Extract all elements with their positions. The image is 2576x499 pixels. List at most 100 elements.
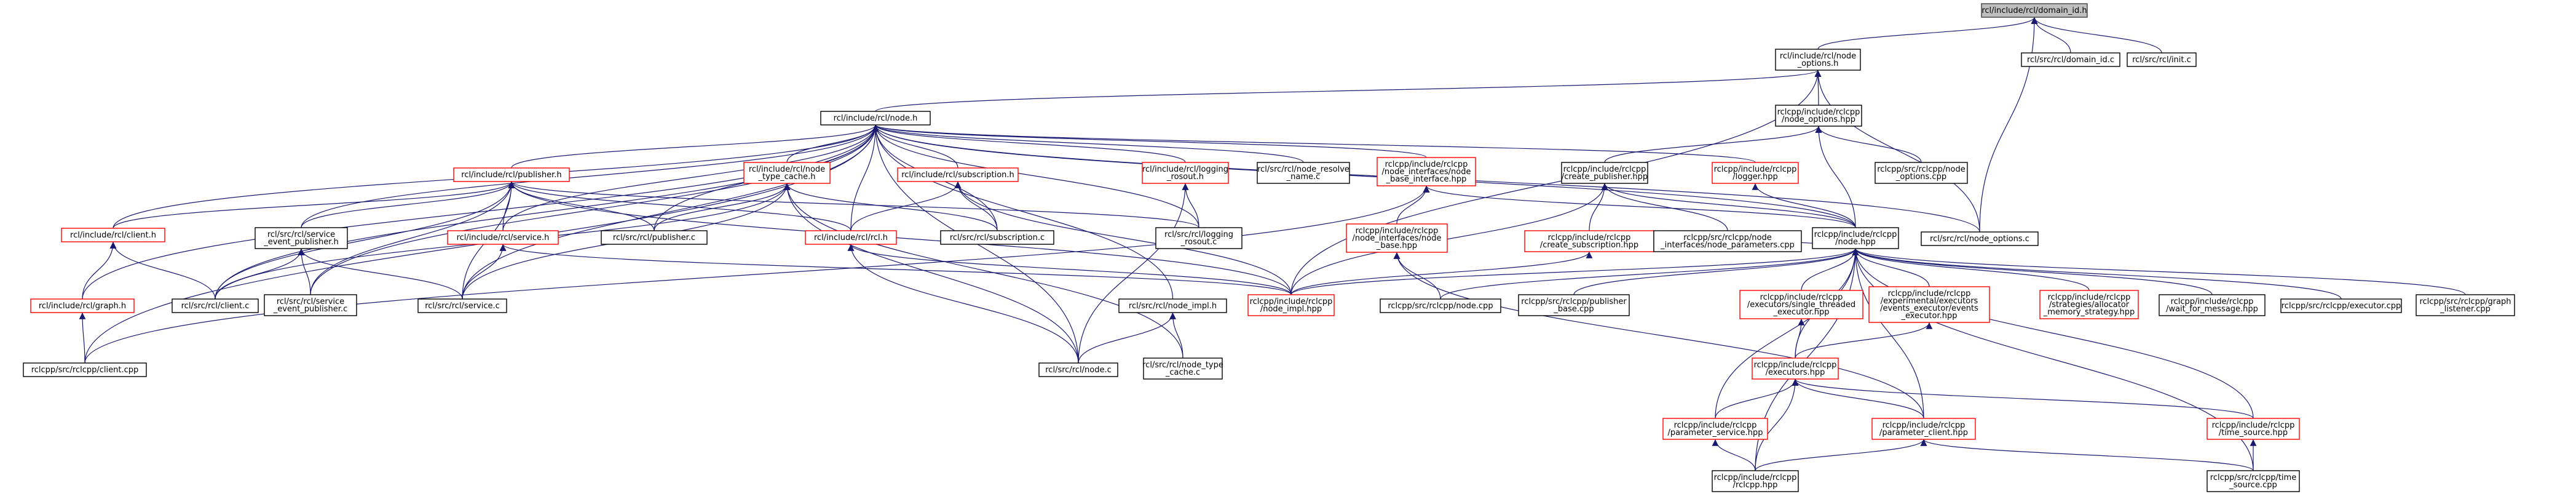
graph-node-logging-rosout-c[interactable]: rcl/src/rcl/logging_rosout.c bbox=[1155, 227, 1243, 249]
edge-node-h-to-logger-hpp bbox=[872, 124, 1756, 163]
graph-node-publisher-base-cpp[interactable]: rclcpp/src/rclcpp/publisher_base.cpp bbox=[1518, 294, 1630, 316]
graph-node-rclcpp-hpp[interactable]: rclcpp/include/rclcpp/rclcpp.hpp bbox=[1712, 470, 1799, 492]
edge-service-event-publisher-h-to-client-c bbox=[215, 248, 305, 300]
node-label-line: _name.c bbox=[1286, 172, 1321, 182]
graph-node-node-c[interactable]: rcl/src/rcl/node.c bbox=[1038, 362, 1118, 377]
graph-node-allocator-memory-strategy-hpp[interactable]: rclcpp/include/rclcpp/strategies/allocat… bbox=[2039, 290, 2139, 319]
graph-node-create-publisher-hpp[interactable]: rclcpp/include/rclcpp/create_publisher.h… bbox=[1561, 162, 1648, 184]
graph-node-client-c[interactable]: rcl/src/rcl/client.c bbox=[172, 298, 259, 313]
node-label-line: rclcpp/include/rclcpp bbox=[1250, 297, 1333, 306]
graph-node-node-base-interface-hpp[interactable]: rclcpp/include/rclcpp/node_interfaces/no… bbox=[1377, 157, 1476, 186]
graph-node-node-options-c[interactable]: rcl/src/rcl/node_options.c bbox=[1921, 231, 2039, 246]
edge-cpp-node-options-hpp-to-create-publisher-hpp bbox=[1604, 126, 1822, 163]
node-label-line: _cache.c bbox=[1165, 368, 1200, 377]
node-label-line: rcl/src/rcl/service bbox=[267, 230, 335, 239]
node-label-line: rclcpp/include/rclcpp bbox=[1888, 289, 1971, 298]
node-label-line: rclcpp/src/rclcpp/client.cpp bbox=[31, 365, 139, 375]
graph-node-events-executor-hpp[interactable]: rclcpp/include/rclcpp/experimental/execu… bbox=[1868, 286, 1990, 323]
node-box bbox=[1812, 227, 1899, 249]
graph-node-node-options-cpp[interactable]: rclcpp/src/rclcpp/node_options.cpp bbox=[1875, 162, 1968, 184]
graph-node-service-event-publisher-c[interactable]: rcl/src/rcl/service_event_publisher.c bbox=[264, 294, 357, 316]
edge-parameter-service-hpp-to-rclcpp-hpp bbox=[1712, 439, 1756, 471]
graph-node-cpp-node-hpp[interactable]: rclcpp/include/rclcpp/node.hpp bbox=[1812, 227, 1899, 249]
graph-node-init-c[interactable]: rcl/src/rcl/init.c bbox=[2127, 52, 2197, 67]
node-label-line: _base.hpp bbox=[1376, 241, 1417, 250]
edge-service-h-to-node-impl-hpp bbox=[499, 244, 1292, 295]
node-label-line: /executors.hpp bbox=[1766, 368, 1825, 377]
graph-node-service-event-publisher-h[interactable]: rcl/src/rcl/service_event_publisher.h bbox=[255, 227, 348, 249]
node-box bbox=[417, 298, 507, 313]
node-box bbox=[2280, 298, 2402, 313]
graph-node-graph-listener-cpp[interactable]: rclcpp/src/rclcpp/graph_listener.cpp bbox=[2416, 294, 2515, 316]
edge-cpp-node-hpp-to-events-executor-hpp bbox=[1852, 248, 1930, 287]
graph-node-node-options-h[interactable]: rcl/include/rcl/node_options.h bbox=[1775, 49, 1861, 71]
node-label-line: /parameter_service.hpp bbox=[1668, 428, 1763, 437]
node-box bbox=[1662, 418, 1768, 440]
node-box bbox=[1142, 162, 1229, 184]
graph-node-parameter-service-hpp[interactable]: rclcpp/include/rclcpp/parameter_service.… bbox=[1662, 418, 1768, 440]
graph-node-node-resolve-name-c[interactable]: rcl/src/rcl/node_resolve_name.c bbox=[1257, 162, 1350, 184]
graph-node-parameter-client-hpp[interactable]: rclcpp/include/rclcpp/parameter_client.h… bbox=[1871, 418, 1976, 440]
node-box bbox=[1752, 357, 1839, 380]
graph-node-create-subscription-hpp[interactable]: rclcpp/include/rclcpp/create_subscriptio… bbox=[1524, 230, 1654, 252]
graph-node-node-h[interactable]: rcl/include/rcl/node.h bbox=[820, 111, 931, 126]
node-label-line: rclcpp/include/rclcpp bbox=[1714, 165, 1797, 174]
node-box bbox=[1871, 418, 1976, 440]
graph-node-logger-hpp[interactable]: rclcpp/include/rclcpp/logger.hpp bbox=[1712, 162, 1799, 184]
graph-node-publisher-h[interactable]: rcl/include/rcl/publisher.h bbox=[453, 167, 570, 182]
node-label-line: /node.hpp bbox=[1835, 238, 1876, 247]
node-box bbox=[23, 362, 147, 377]
graph-node-domain-id-c[interactable]: rcl/src/rcl/domain_id.c bbox=[2021, 52, 2120, 67]
node-label-line: /strategies/allocator bbox=[2049, 300, 2130, 309]
node-box bbox=[1257, 162, 1350, 184]
graph-node-node-base-hpp[interactable]: rclcpp/include/rclcpp/node_interfaces/no… bbox=[1346, 223, 1448, 253]
edge-node-h-to-logging-rosout-c bbox=[872, 124, 1199, 228]
graph-node-time-source-cpp[interactable]: rclcpp/src/rclcpp/time_source.cpp bbox=[2207, 470, 2300, 492]
node-box bbox=[264, 294, 357, 316]
edge-cpp-node-hpp-to-cpp-node-cpp bbox=[1440, 248, 1859, 300]
graph-node-node-type-cache-c[interactable]: rcl/src/rcl/node_type_cache.c bbox=[1142, 357, 1223, 380]
node-label-line: rcl/src/rcl/service bbox=[277, 297, 344, 306]
graph-node-node-parameters-cpp[interactable]: rclcpp/src/rclcpp/node_interfaces/node_p… bbox=[1653, 230, 1802, 252]
edge-node-h-to-graph-h bbox=[82, 124, 879, 300]
node-label-line: rclcpp/include/rclcpp bbox=[2212, 421, 2295, 430]
graph-node-executor-cpp[interactable]: rclcpp/src/rclcpp/executor.cpp bbox=[2280, 298, 2402, 313]
node-box bbox=[743, 162, 831, 184]
edge-publisher-h-to-node-impl-hpp bbox=[508, 181, 1292, 295]
node-box bbox=[453, 167, 570, 182]
graph-node-client-h[interactable]: rcl/include/rcl/client.h bbox=[61, 228, 165, 242]
edge-layer bbox=[79, 17, 2466, 471]
node-box bbox=[61, 228, 165, 242]
graph-node-single-threaded-executor-hpp[interactable]: rclcpp/include/rclcpp/executors/single_t… bbox=[1739, 290, 1863, 319]
graph-node-node-type-cache-h[interactable]: rcl/include/rcl/node_type_cache.h bbox=[743, 162, 831, 184]
edge-node-base-interface-hpp-to-client-cpp bbox=[84, 185, 1430, 364]
graph-node-graph-h[interactable]: rcl/include/rcl/graph.h bbox=[30, 298, 135, 313]
node-box bbox=[447, 230, 559, 245]
edge-node-h-to-client-c bbox=[215, 124, 879, 300]
graph-node-client-cpp[interactable]: rclcpp/src/rclcpp/client.cpp bbox=[23, 362, 147, 377]
graph-node-executors-hpp[interactable]: rclcpp/include/rclcpp/executors.hpp bbox=[1752, 357, 1839, 380]
node-box bbox=[1981, 3, 2088, 18]
graph-node-cpp-node-cpp[interactable]: rclcpp/src/rclcpp/node.cpp bbox=[1380, 298, 1501, 313]
graph-node-service-h[interactable]: rcl/include/rcl/service.h bbox=[447, 230, 559, 245]
graph-node-domain-id-h[interactable]: rcl/include/rcl/domain_id.h bbox=[1981, 3, 2088, 18]
node-label-line: /node_interfaces/node bbox=[1353, 234, 1442, 243]
graph-node-node-impl-hpp[interactable]: rclcpp/include/rclcpp/node_impl.hpp bbox=[1247, 294, 1335, 316]
graph-node-subscription-h[interactable]: rcl/include/rcl/subscription.h bbox=[897, 167, 1019, 182]
edge-cpp-node-hpp-to-executor-cpp bbox=[1852, 248, 2342, 300]
node-label-line: rclcpp/src/rclcpp/executor.cpp bbox=[2282, 301, 2401, 311]
edge-node-type-cache-h-to-node-type-cache-c bbox=[783, 183, 1183, 359]
graph-node-service-c[interactable]: rcl/src/rcl/service.c bbox=[417, 298, 507, 313]
edge-node-base-hpp-to-parameter-client-hpp bbox=[1393, 252, 1924, 419]
graph-node-subscription-c[interactable]: rcl/src/rcl/subscription.c bbox=[940, 230, 1054, 245]
node-label-line: rcl/include/rcl/node bbox=[1780, 52, 1856, 61]
graph-node-publisher-c[interactable]: rcl/src/rcl/publisher.c bbox=[601, 230, 708, 245]
node-label-line: rcl/include/rcl/domain_id.h bbox=[1981, 6, 2087, 15]
graph-node-logging-rosout-h[interactable]: rcl/include/rcl/logging_rosout.h bbox=[1142, 162, 1229, 184]
graph-node-rcl-h[interactable]: rcl/include/rcl/rcl.h bbox=[805, 230, 897, 245]
graph-node-time-source-hpp[interactable]: rclcpp/include/rclcpp/time_source.hpp bbox=[2207, 418, 2300, 440]
node-label-line: rcl/include/rcl/graph.h bbox=[39, 301, 126, 311]
graph-node-wait-for-message-hpp[interactable]: rclcpp/include/rclcpp/wait_for_message.h… bbox=[2159, 294, 2266, 316]
graph-node-node-impl-h[interactable]: rcl/src/rcl/node_impl.h bbox=[1118, 298, 1227, 313]
graph-node-cpp-node-options-hpp[interactable]: rclcpp/include/rclcpp/node_options.hpp bbox=[1775, 105, 1862, 127]
